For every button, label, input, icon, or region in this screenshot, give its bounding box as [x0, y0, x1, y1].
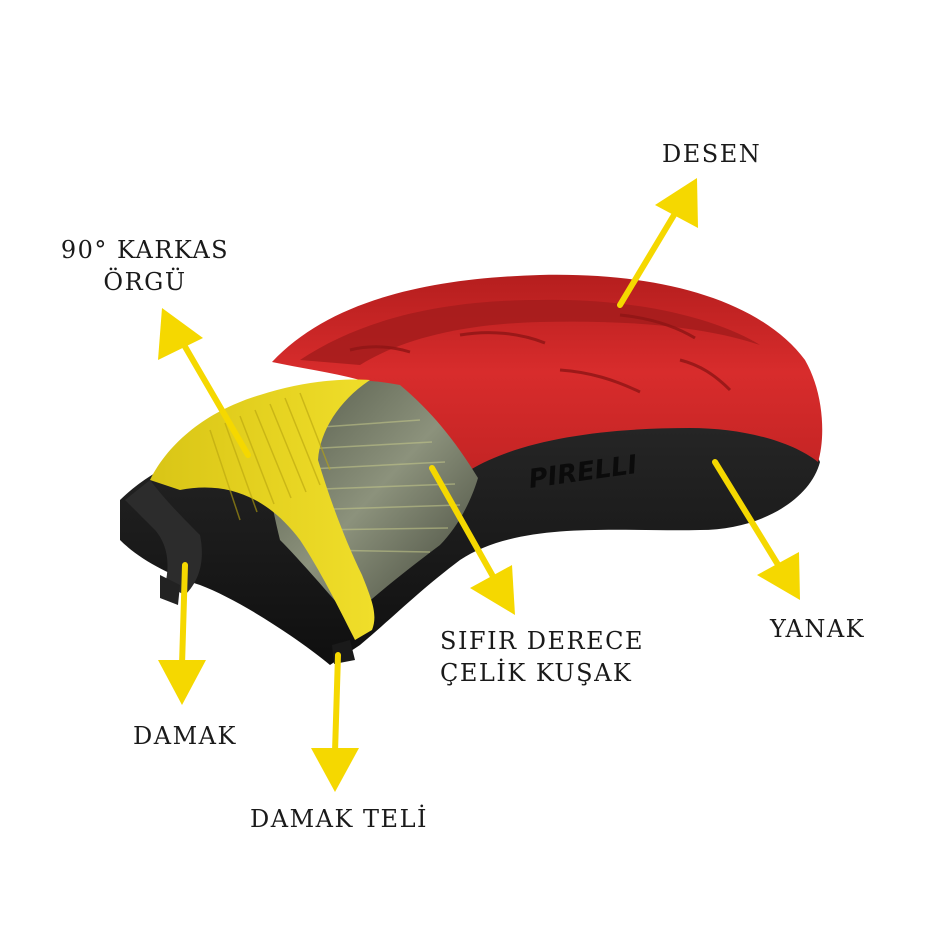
- tread-inner-layer: [300, 299, 760, 365]
- arrow-damak-teli: [311, 652, 359, 792]
- label-celik-kusak: SIFIR DERECE ÇELİK KUŞAK: [440, 625, 644, 689]
- annotation-arrows: [158, 178, 800, 792]
- label-damak-text: DAMAK: [133, 722, 237, 750]
- arrow-damak: [158, 562, 206, 705]
- label-karkas-line2: ÖRGÜ: [103, 268, 187, 296]
- ply-cord-texture: [209, 392, 331, 521]
- label-yanak-text: YANAK: [770, 615, 866, 643]
- label-damak: DAMAK: [133, 720, 237, 752]
- arrow-yanak: [712, 459, 800, 600]
- label-karkas: 90° KARKAS ÖRGÜ: [60, 234, 230, 298]
- label-yanak: YANAK: [770, 613, 865, 645]
- label-damak-teli-text: DAMAK TELİ: [250, 805, 428, 833]
- arrow-celik-kusak: [429, 465, 515, 615]
- label-celik-line1: SIFIR DERECE: [440, 627, 644, 655]
- carcass-ply: [150, 379, 375, 640]
- bead-left: [160, 575, 180, 605]
- label-desen: DESEN: [662, 138, 761, 170]
- arrow-desen: [617, 178, 698, 308]
- tread-grooves: [349, 313, 732, 394]
- label-damak-teli: DAMAK TELİ: [250, 803, 428, 835]
- label-karkas-line1: 90° KARKAS: [60, 236, 230, 264]
- label-celik-line2: ÇELİK KUŞAK: [440, 659, 633, 687]
- arrow-karkas: [158, 308, 251, 458]
- label-desen-text: DESEN: [662, 140, 762, 168]
